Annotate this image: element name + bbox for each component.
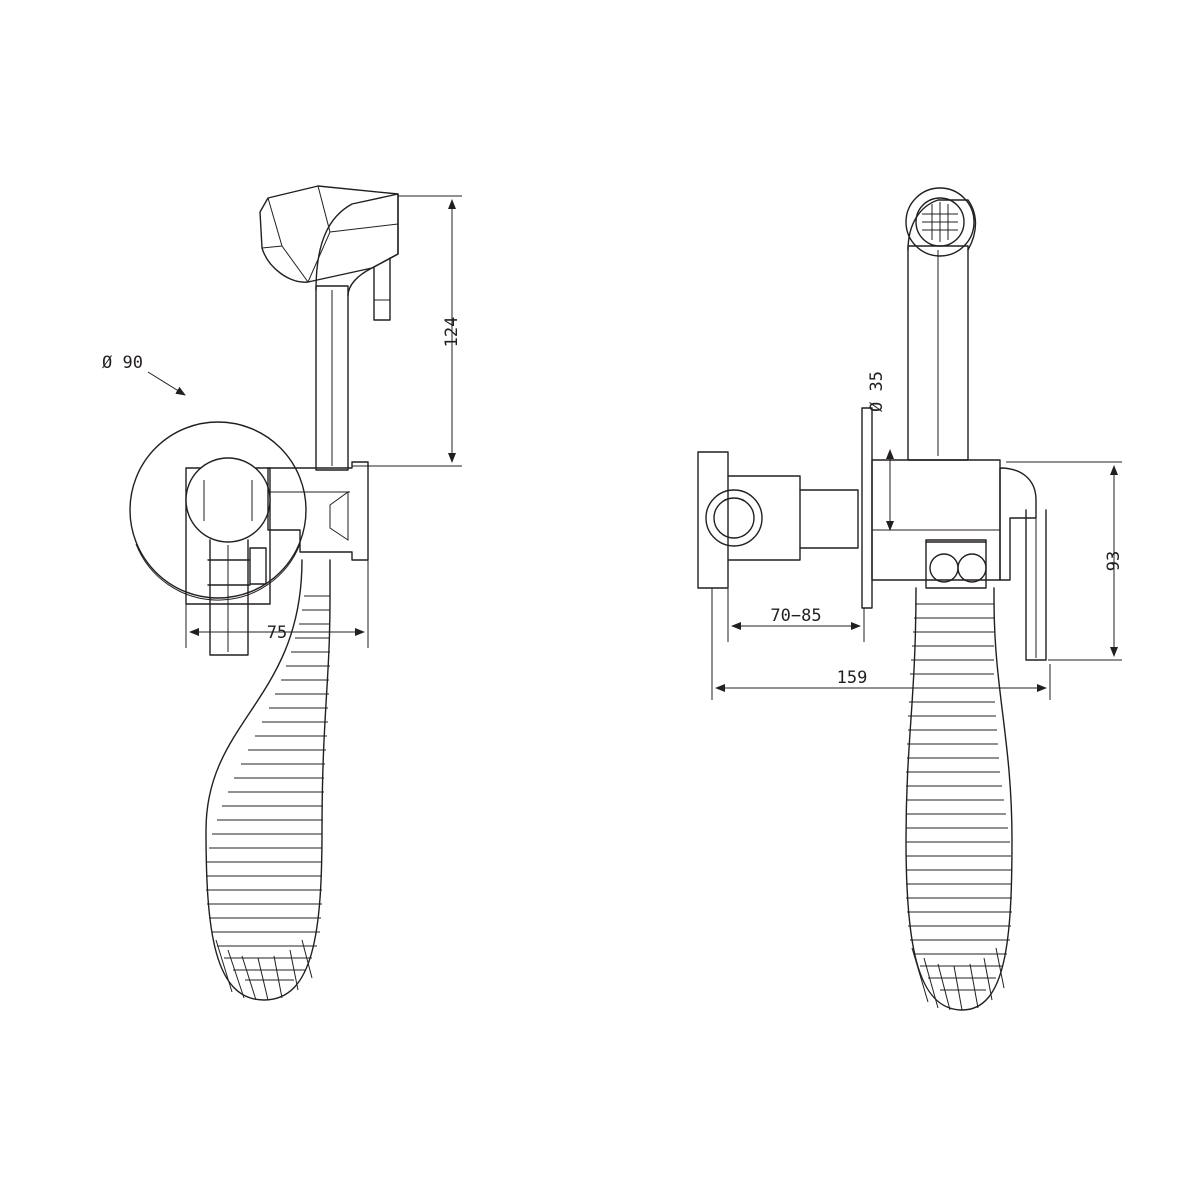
head-edge-left xyxy=(267,197,309,283)
spray-body-side xyxy=(907,245,969,461)
side-lever xyxy=(1025,509,1047,661)
inlet-pipe xyxy=(799,489,859,549)
spray-head-side-neck xyxy=(907,199,977,251)
front-view-dimensions: Ø 90 124 75 xyxy=(102,195,462,648)
lever-handle xyxy=(209,539,249,656)
head-fold xyxy=(307,185,331,283)
wall-flange-circle xyxy=(129,421,307,599)
dim-93-text: 93 xyxy=(1104,551,1124,571)
dim-159-text: 159 xyxy=(837,668,868,688)
side-knob xyxy=(999,467,1037,581)
head-mid-line xyxy=(329,223,399,233)
wall-plate xyxy=(697,451,729,589)
hose-coil-side xyxy=(905,587,1013,1011)
dim-7085-text: 70−85 xyxy=(770,606,821,626)
holder-bracket xyxy=(267,461,369,561)
spray-face-inner xyxy=(915,197,965,247)
hose-nut-hole-right xyxy=(957,553,987,583)
inlet-circle-outer xyxy=(705,489,763,547)
flange-shadow-arc xyxy=(135,543,301,601)
spray-face-pattern xyxy=(922,202,958,242)
escutcheon-plate xyxy=(861,407,873,609)
wall-connector xyxy=(727,475,801,561)
hose-nut-side xyxy=(925,539,987,589)
spray-head-outline xyxy=(259,185,399,283)
side-view-geometry xyxy=(697,187,1047,1011)
hose-nut-hole-left xyxy=(929,553,959,583)
dim-d90-text: Ø 90 xyxy=(102,353,143,373)
spray-handle-body xyxy=(315,285,349,471)
inlet-circle-inner xyxy=(713,497,755,539)
bracket-notch xyxy=(329,491,349,541)
front-view-geometry xyxy=(129,185,399,1001)
hose-coil-front xyxy=(205,559,331,1001)
side-view-dimensions: Ø 35 93 70−85 159 xyxy=(711,371,1124,700)
hose-outer-path xyxy=(205,559,331,1001)
head-edge-bottom xyxy=(261,245,283,249)
dim-75-text: 75 xyxy=(267,623,287,643)
spray-head xyxy=(315,193,399,297)
dim-d90-leader xyxy=(147,371,186,396)
dim-d35-text: Ø 35 xyxy=(867,371,887,412)
valve-body-side xyxy=(871,459,1001,581)
trigger-lever xyxy=(373,257,391,321)
spray-face-outer xyxy=(905,187,975,257)
hose-outer-path-side xyxy=(905,587,1013,1011)
hose-nut xyxy=(249,547,267,585)
dim-124-text: 124 xyxy=(442,317,462,348)
valve-knob xyxy=(185,457,271,543)
